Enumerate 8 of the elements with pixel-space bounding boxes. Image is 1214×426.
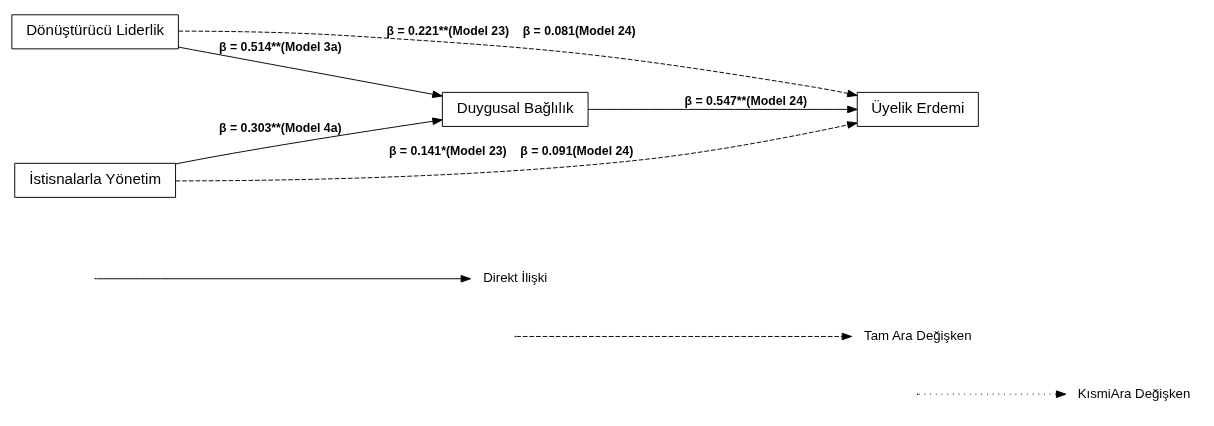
edge-label: β = 0.303**(Model 4a) xyxy=(219,120,342,135)
edge-label: β = 0.221**(Model 23) β = 0.081(Model 24) xyxy=(386,24,636,39)
legend-label: KısmiAra Değişken xyxy=(1077,385,1191,401)
edge-label: β = 0.514**(Model 3a) xyxy=(219,40,342,55)
edge-label: β = 0.141*(Model 23) β = 0.091(Model 24) xyxy=(388,144,634,159)
legend-label: Tam Ara Değişken xyxy=(864,327,972,343)
edge-label: β = 0.547**(Model 24) xyxy=(684,94,808,109)
legend-label: Direkt İlişki xyxy=(483,270,548,286)
